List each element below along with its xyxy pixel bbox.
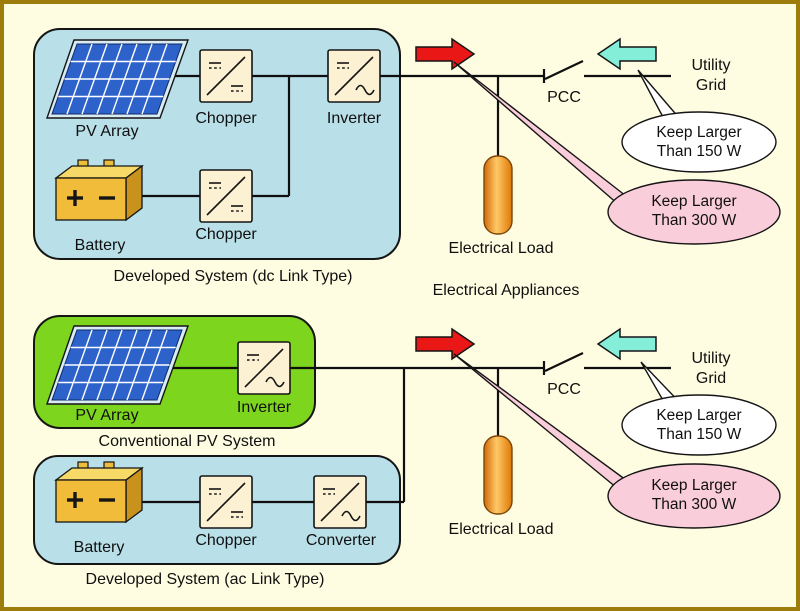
inverter-label: Inverter: [236, 399, 292, 416]
electrical-load-label: Electrical Load: [448, 240, 554, 257]
inverter-icon: [237, 341, 291, 395]
utility-grid-label: Utility Grid: [691, 57, 731, 94]
callout-150w-bubble: [621, 111, 777, 173]
power-flow-right-arrow-icon: [415, 328, 475, 360]
pcc-label: PCC: [547, 89, 581, 106]
inverter-label: Inverter: [326, 110, 382, 127]
chopper-label: Chopper: [195, 532, 257, 549]
chopper-label: Chopper: [195, 110, 257, 127]
pcc-switch-icon: [542, 352, 584, 375]
ac-system-title: Developed System (ac Link Type): [85, 571, 325, 588]
chopper-icon: [199, 475, 253, 529]
power-flow-right-arrow-icon: [415, 38, 475, 70]
battery-label: Battery: [74, 237, 126, 254]
circuit-wiring: [134, 74, 671, 504]
callout-300w-bubble: [607, 179, 781, 245]
battery-icon: [54, 460, 144, 524]
callout-150w-bubble: [621, 394, 777, 456]
callout-300w-text: Keep Larger Than 300 W: [651, 477, 737, 513]
chopper-label: Chopper: [195, 226, 257, 243]
ac-bus-wires: [159, 366, 671, 502]
conventional-system-title: Conventional PV System: [98, 433, 276, 450]
inverter-icon: [327, 49, 381, 103]
electrical-load-label: Electrical Load: [448, 521, 554, 538]
chopper-icon: [199, 169, 253, 223]
battery-label: Battery: [73, 539, 125, 556]
power-flow-left-arrow-icon: [597, 38, 657, 70]
electrical-load-icon: [483, 155, 513, 235]
pcc-label: PCC: [547, 381, 581, 398]
callout-300w-text: Keep Larger Than 300 W: [651, 193, 737, 229]
converter-label: Converter: [305, 532, 377, 549]
electrical-appliances-label: Electrical Appliances: [432, 282, 580, 299]
utility-grid-label: Utility Grid: [691, 350, 731, 387]
callout-150w-text: Keep Larger Than 150 W: [656, 124, 742, 160]
electrical-load-icon: [483, 435, 513, 515]
pcc-switch-icon: [542, 60, 584, 83]
chopper-icon: [199, 49, 253, 103]
battery-icon: [54, 158, 144, 222]
callout-150w-text: Keep Larger Than 150 W: [656, 407, 742, 443]
callout-tail: [453, 353, 636, 505]
pv-array-label: PV Array: [75, 123, 139, 140]
dc-system-title: Developed System (dc Link Type): [113, 268, 353, 285]
diagram-graphics: [33, 28, 781, 565]
callout-tail: [453, 61, 636, 221]
dc-system-wires: [134, 74, 671, 198]
pv-array-label: PV Array: [75, 407, 139, 424]
converter-icon: [313, 475, 367, 529]
power-flow-left-arrow-icon: [597, 328, 657, 360]
callout-300w-bubble: [607, 463, 781, 529]
